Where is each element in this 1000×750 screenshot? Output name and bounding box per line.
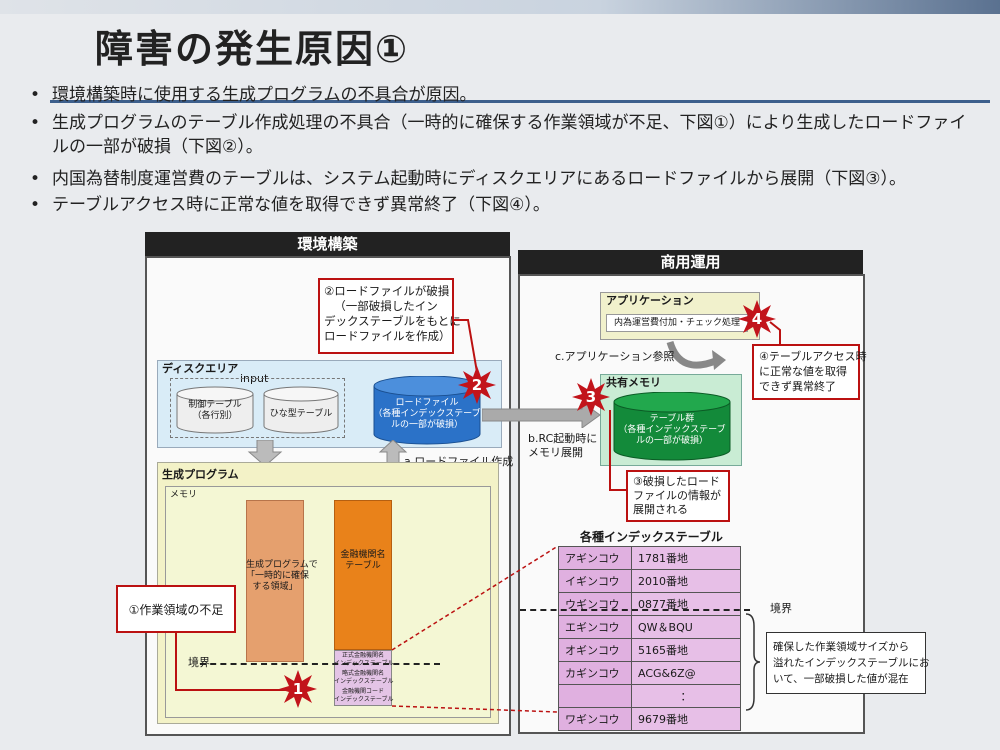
bank-name-table xyxy=(334,500,392,650)
slide-title: 障害の発生原因① xyxy=(95,27,410,71)
callout-3: ③破損したロード ファイルの情報が 展開される xyxy=(626,470,730,522)
note-box: 確保した作業領域サイズから 溢れたインデックステーブルにお いて、一部破損した値… xyxy=(766,632,930,694)
reference-arrow-icon xyxy=(666,340,726,370)
boundary-label-left: 境界 xyxy=(188,656,210,669)
app-process: 内為運営費付加・チェック処理 xyxy=(606,314,748,332)
gen-program-label: 生成プログラム xyxy=(162,468,239,481)
arrow-b-label: b.RC起動時に メモリ展開 xyxy=(528,432,598,459)
disk-area-label: ディスクエリア xyxy=(162,362,239,375)
arrow-up-icon xyxy=(378,440,408,466)
callout-1: ①作業領域の不足 xyxy=(116,585,236,633)
template-table-cylinder xyxy=(263,386,339,434)
small-index-table-3: 金融機関コード インデックステーブル xyxy=(334,688,394,703)
control-table-label: 制御テーブル （各行別） xyxy=(188,400,242,421)
bullet-4: •テーブルアクセス時に正常な値を取得できず異常終了（下図④）。 xyxy=(30,195,550,215)
shared-memory-label: 共有メモリ xyxy=(606,376,661,389)
table-group-label: テーブル群 （各種インデックステーブ ルの一部が破損） xyxy=(618,414,726,446)
bank-name-label: 金融機関名 テーブル xyxy=(340,550,386,571)
boundary-line-right xyxy=(520,609,750,611)
brace-icon xyxy=(745,613,761,711)
right-panel-header: 商用運用 xyxy=(518,250,863,274)
small-index-table-1: 正式金融機関名 インデックステーブル xyxy=(334,652,394,667)
marker-2-icon: 2 xyxy=(458,366,496,404)
marker-4-icon: 4 xyxy=(738,300,776,338)
application-label: アプリケーション xyxy=(606,294,694,307)
table-group-cylinder xyxy=(613,392,731,461)
bullet-3: •内国為替制度運営費のテーブルは、システム起動時にディスクエリアにあるロードファ… xyxy=(30,169,907,189)
bullet-2-cont: ルの一部が破損（下図②）。 xyxy=(52,137,263,157)
memory-label: メモリ xyxy=(170,490,198,500)
table-row: ： xyxy=(558,684,741,708)
callout-4: ④テーブルアクセス時 に正常な値を取得 できず異常終了 xyxy=(752,344,867,400)
control-table-cylinder xyxy=(176,386,254,434)
small-index-table-2: 略式金融機関名 インデックステーブル xyxy=(334,670,394,685)
callout-2: ②ロードファイルが破損 （一部破損したイン デックステーブルをもとに ロードファ… xyxy=(318,278,461,354)
arrow-down-icon xyxy=(247,440,283,467)
temp-work-label: 生成プログラムで 「一時的に確保 する領域」 xyxy=(246,560,318,592)
boundary-label-right: 境界 xyxy=(770,602,792,615)
left-panel-header: 環境構築 xyxy=(145,232,510,256)
title-rule xyxy=(50,100,990,103)
index-table-title: 各種インデックステーブル xyxy=(580,530,723,544)
top-bar xyxy=(0,0,1000,14)
small-index-tables xyxy=(334,650,392,706)
marker-3-icon: 3 xyxy=(572,378,610,416)
marker-1-icon: 1 xyxy=(279,670,317,708)
arrow-c-label: c.アプリケーション参照 xyxy=(555,350,675,363)
load-file-label: ロードファイル （各種インデックステーブ ルの一部が破損） xyxy=(373,398,481,430)
boundary-line-left xyxy=(200,663,440,665)
input-group xyxy=(170,378,345,438)
load-file-cylinder xyxy=(373,376,481,445)
bullet-1: •環境構築時に使用する生成プログラムの不具合が原因。 xyxy=(30,85,477,105)
bullet-2: •生成プログラムのテーブル作成処理の不具合（一時的に確保する作業領域が不足、下図… xyxy=(30,113,967,133)
template-table-label: ひな型テーブル xyxy=(269,409,333,419)
